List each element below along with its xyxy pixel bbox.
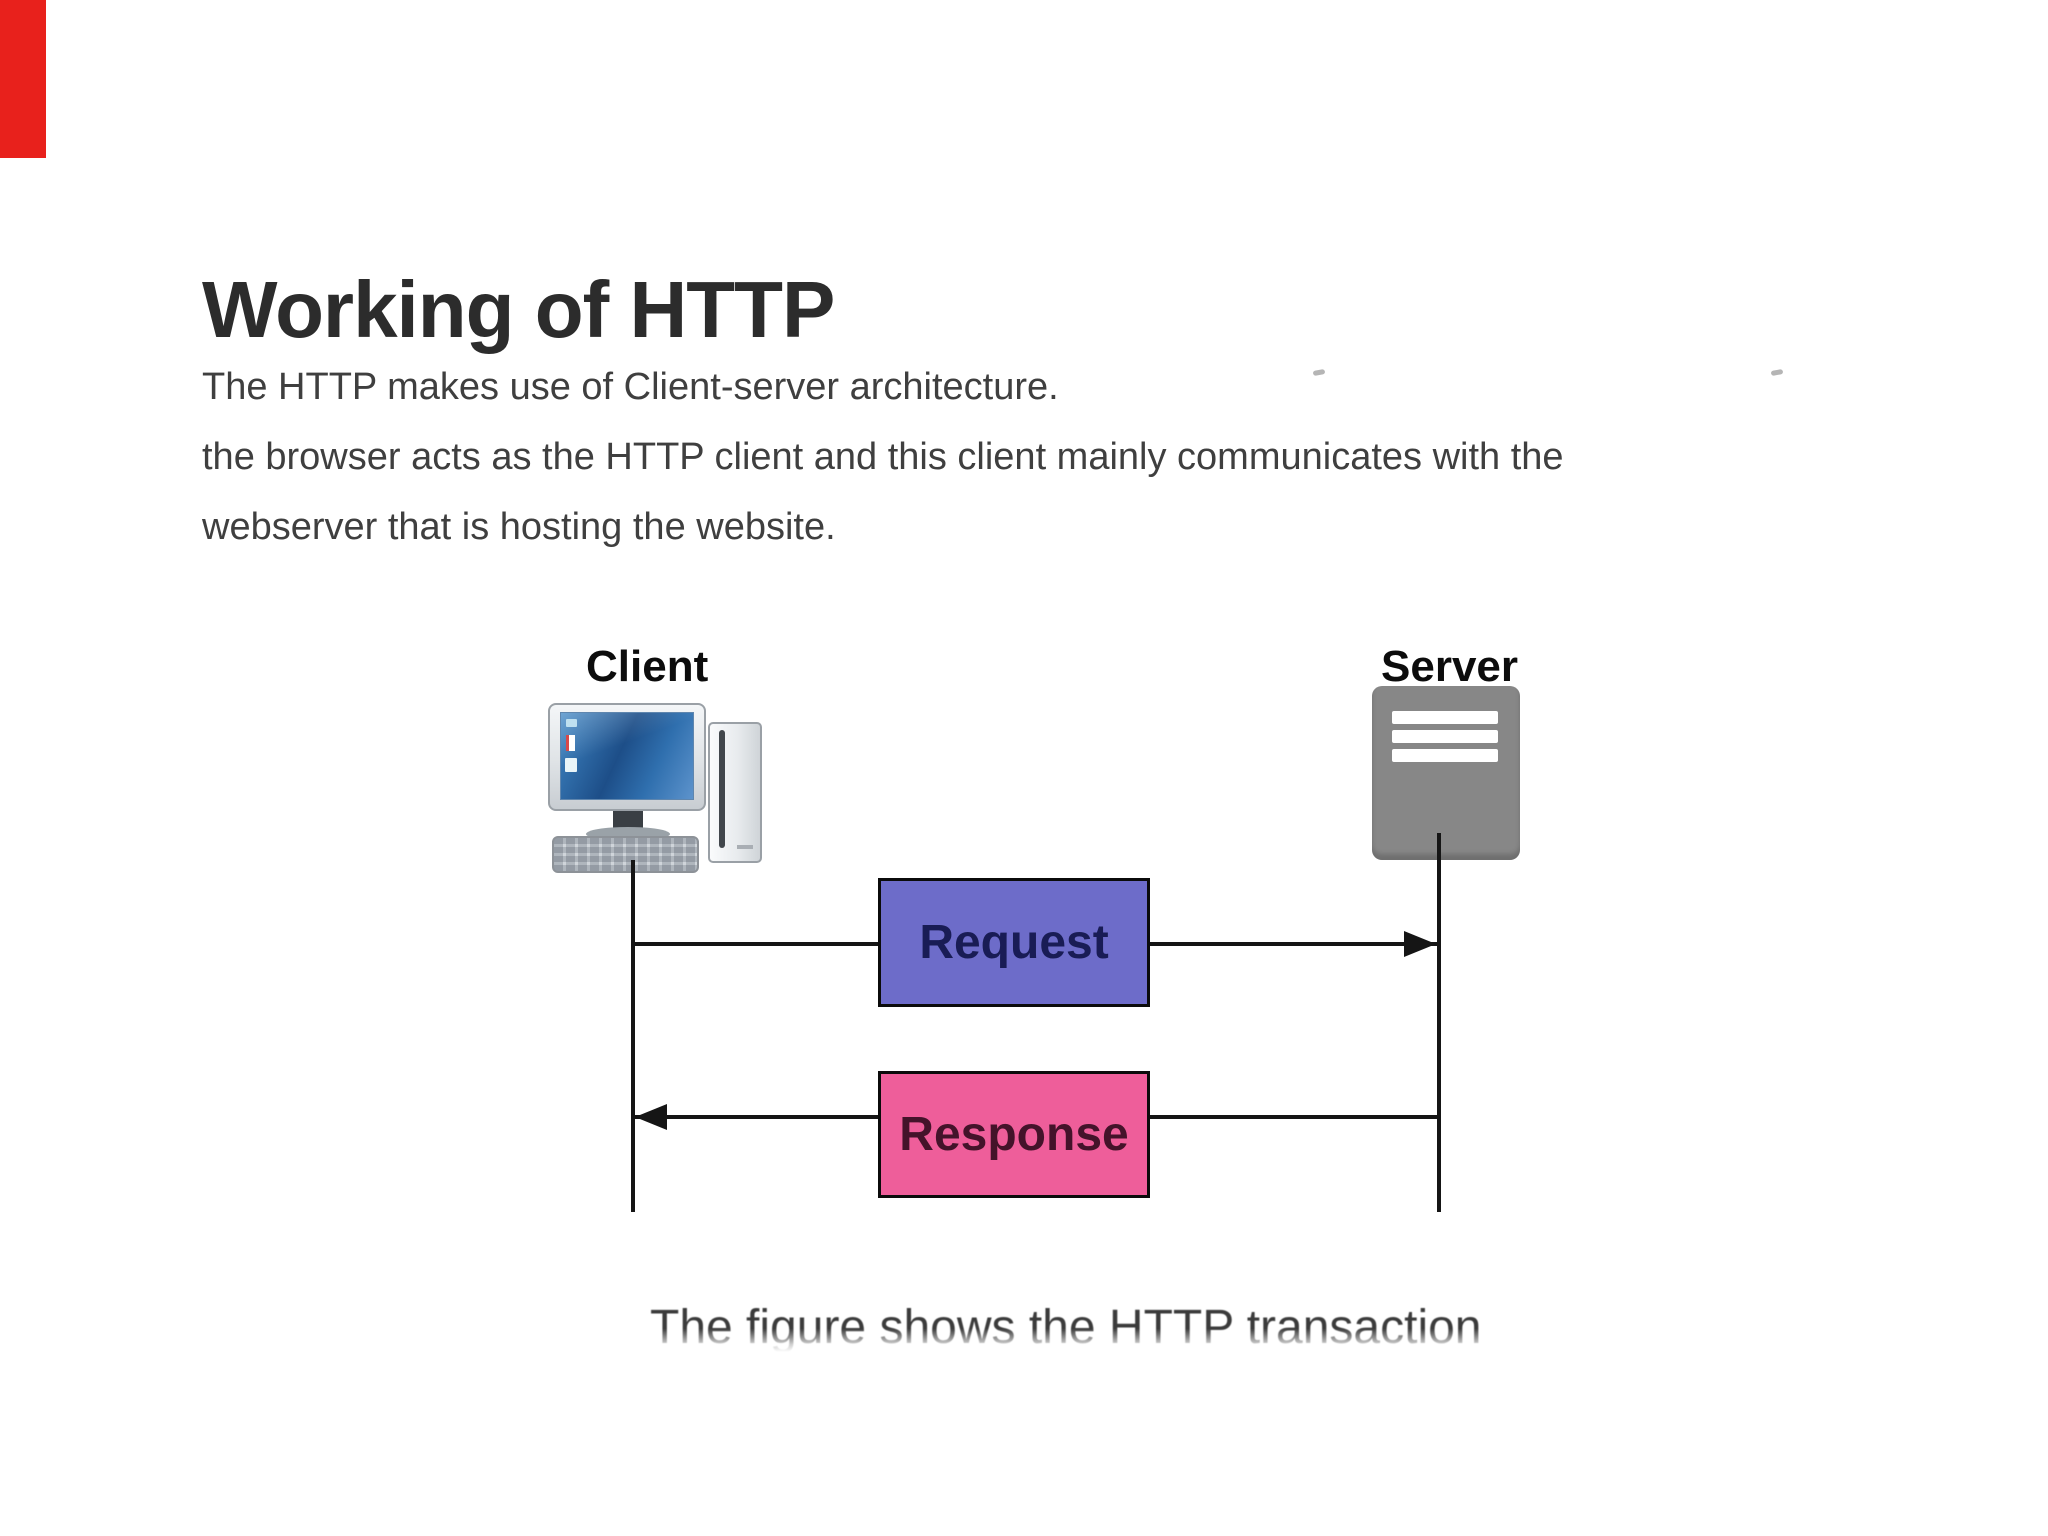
red-corner-bar bbox=[0, 0, 46, 158]
desktop-icon bbox=[566, 735, 575, 751]
paragraph-line: The HTTP makes use of Client-server arch… bbox=[202, 366, 1059, 408]
server-lifeline bbox=[1437, 833, 1441, 1212]
paragraph-line: webserver that is hosting the website. bbox=[202, 506, 836, 548]
request-label: Request bbox=[919, 916, 1109, 969]
request-box: Request bbox=[878, 878, 1150, 1007]
server-drive-bar bbox=[1392, 749, 1498, 762]
figure-caption-clipped: The figure shows the HTTP transaction bbox=[650, 1300, 1480, 1352]
desktop-icon bbox=[566, 719, 577, 727]
request-arrowhead-icon bbox=[1404, 931, 1436, 957]
figure-caption-text: The figure shows the HTTP transaction bbox=[650, 1301, 1480, 1352]
desktop-icon bbox=[565, 758, 577, 772]
client-label: Client bbox=[586, 642, 709, 691]
response-label: Response bbox=[899, 1108, 1129, 1161]
tower-drive-slot bbox=[719, 730, 725, 848]
keyboard-icon bbox=[552, 836, 699, 873]
client-lifeline bbox=[631, 860, 635, 1212]
server-drive-bar bbox=[1392, 730, 1498, 743]
response-box: Response bbox=[878, 1071, 1150, 1198]
computer-tower-icon bbox=[708, 722, 762, 863]
monitor-stand bbox=[613, 811, 643, 831]
server-label: Server bbox=[1381, 642, 1519, 691]
response-arrowhead-icon bbox=[635, 1104, 667, 1130]
monitor-screen-icon bbox=[560, 712, 694, 800]
server-drive-bar bbox=[1392, 711, 1498, 724]
page-title: Working of HTTP bbox=[202, 264, 835, 354]
paragraph-line: the browser acts as the HTTP client and … bbox=[202, 436, 1564, 478]
tower-vent bbox=[737, 845, 753, 849]
intro-paragraph: The HTTP makes use of Client-server arch… bbox=[202, 352, 1822, 562]
